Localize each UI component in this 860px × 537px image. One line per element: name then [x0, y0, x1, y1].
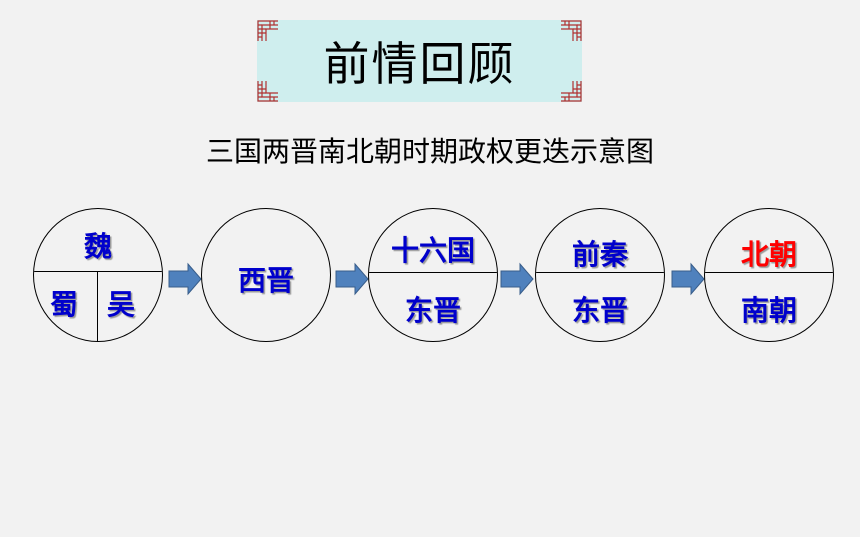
divider-line — [34, 271, 162, 272]
divider-line — [369, 272, 497, 273]
corner-ornament-icon — [561, 81, 582, 102]
arrow-right-icon — [335, 262, 369, 296]
node-sixteen-kingdoms: 十六国 东晋 — [368, 208, 498, 342]
arrow-right-icon — [168, 262, 202, 296]
node-western-jin: 西晋 — [201, 208, 331, 342]
node-former-qin: 前秦 东晋 — [535, 208, 665, 342]
corner-ornament-icon — [257, 81, 278, 102]
page-title: 前情回顾 — [323, 37, 516, 91]
corner-ornament-icon — [561, 20, 582, 41]
diagram-subtitle: 三国两晋南北朝时期政权更迭示意图 — [205, 135, 654, 168]
label-western-jin: 西晋 — [237, 264, 294, 297]
arrow-right-icon — [500, 262, 534, 296]
corner-ornament-icon — [257, 20, 278, 41]
label-sixteen-kingdoms: 十六国 — [390, 234, 475, 267]
label-northern-dynasties: 北朝 — [740, 238, 797, 271]
label-wei: 魏 — [83, 230, 112, 263]
divider-line — [536, 272, 664, 273]
label-former-qin: 前秦 — [571, 238, 628, 271]
divider-line — [97, 271, 98, 341]
arrow-right-icon — [671, 262, 705, 296]
node-three-kingdoms: 魏 蜀 吴 — [33, 208, 163, 342]
label-southern-dynasties: 南朝 — [740, 294, 797, 327]
title-box: 前情回顾 — [257, 20, 582, 102]
label-eastern-jin: 东晋 — [571, 294, 628, 327]
label-wu: 吴 — [107, 288, 136, 321]
label-eastern-jin: 东晋 — [404, 294, 461, 327]
node-northern-southern-dynasties: 北朝 南朝 — [704, 208, 834, 342]
divider-line — [705, 272, 833, 273]
label-shu: 蜀 — [50, 288, 79, 321]
